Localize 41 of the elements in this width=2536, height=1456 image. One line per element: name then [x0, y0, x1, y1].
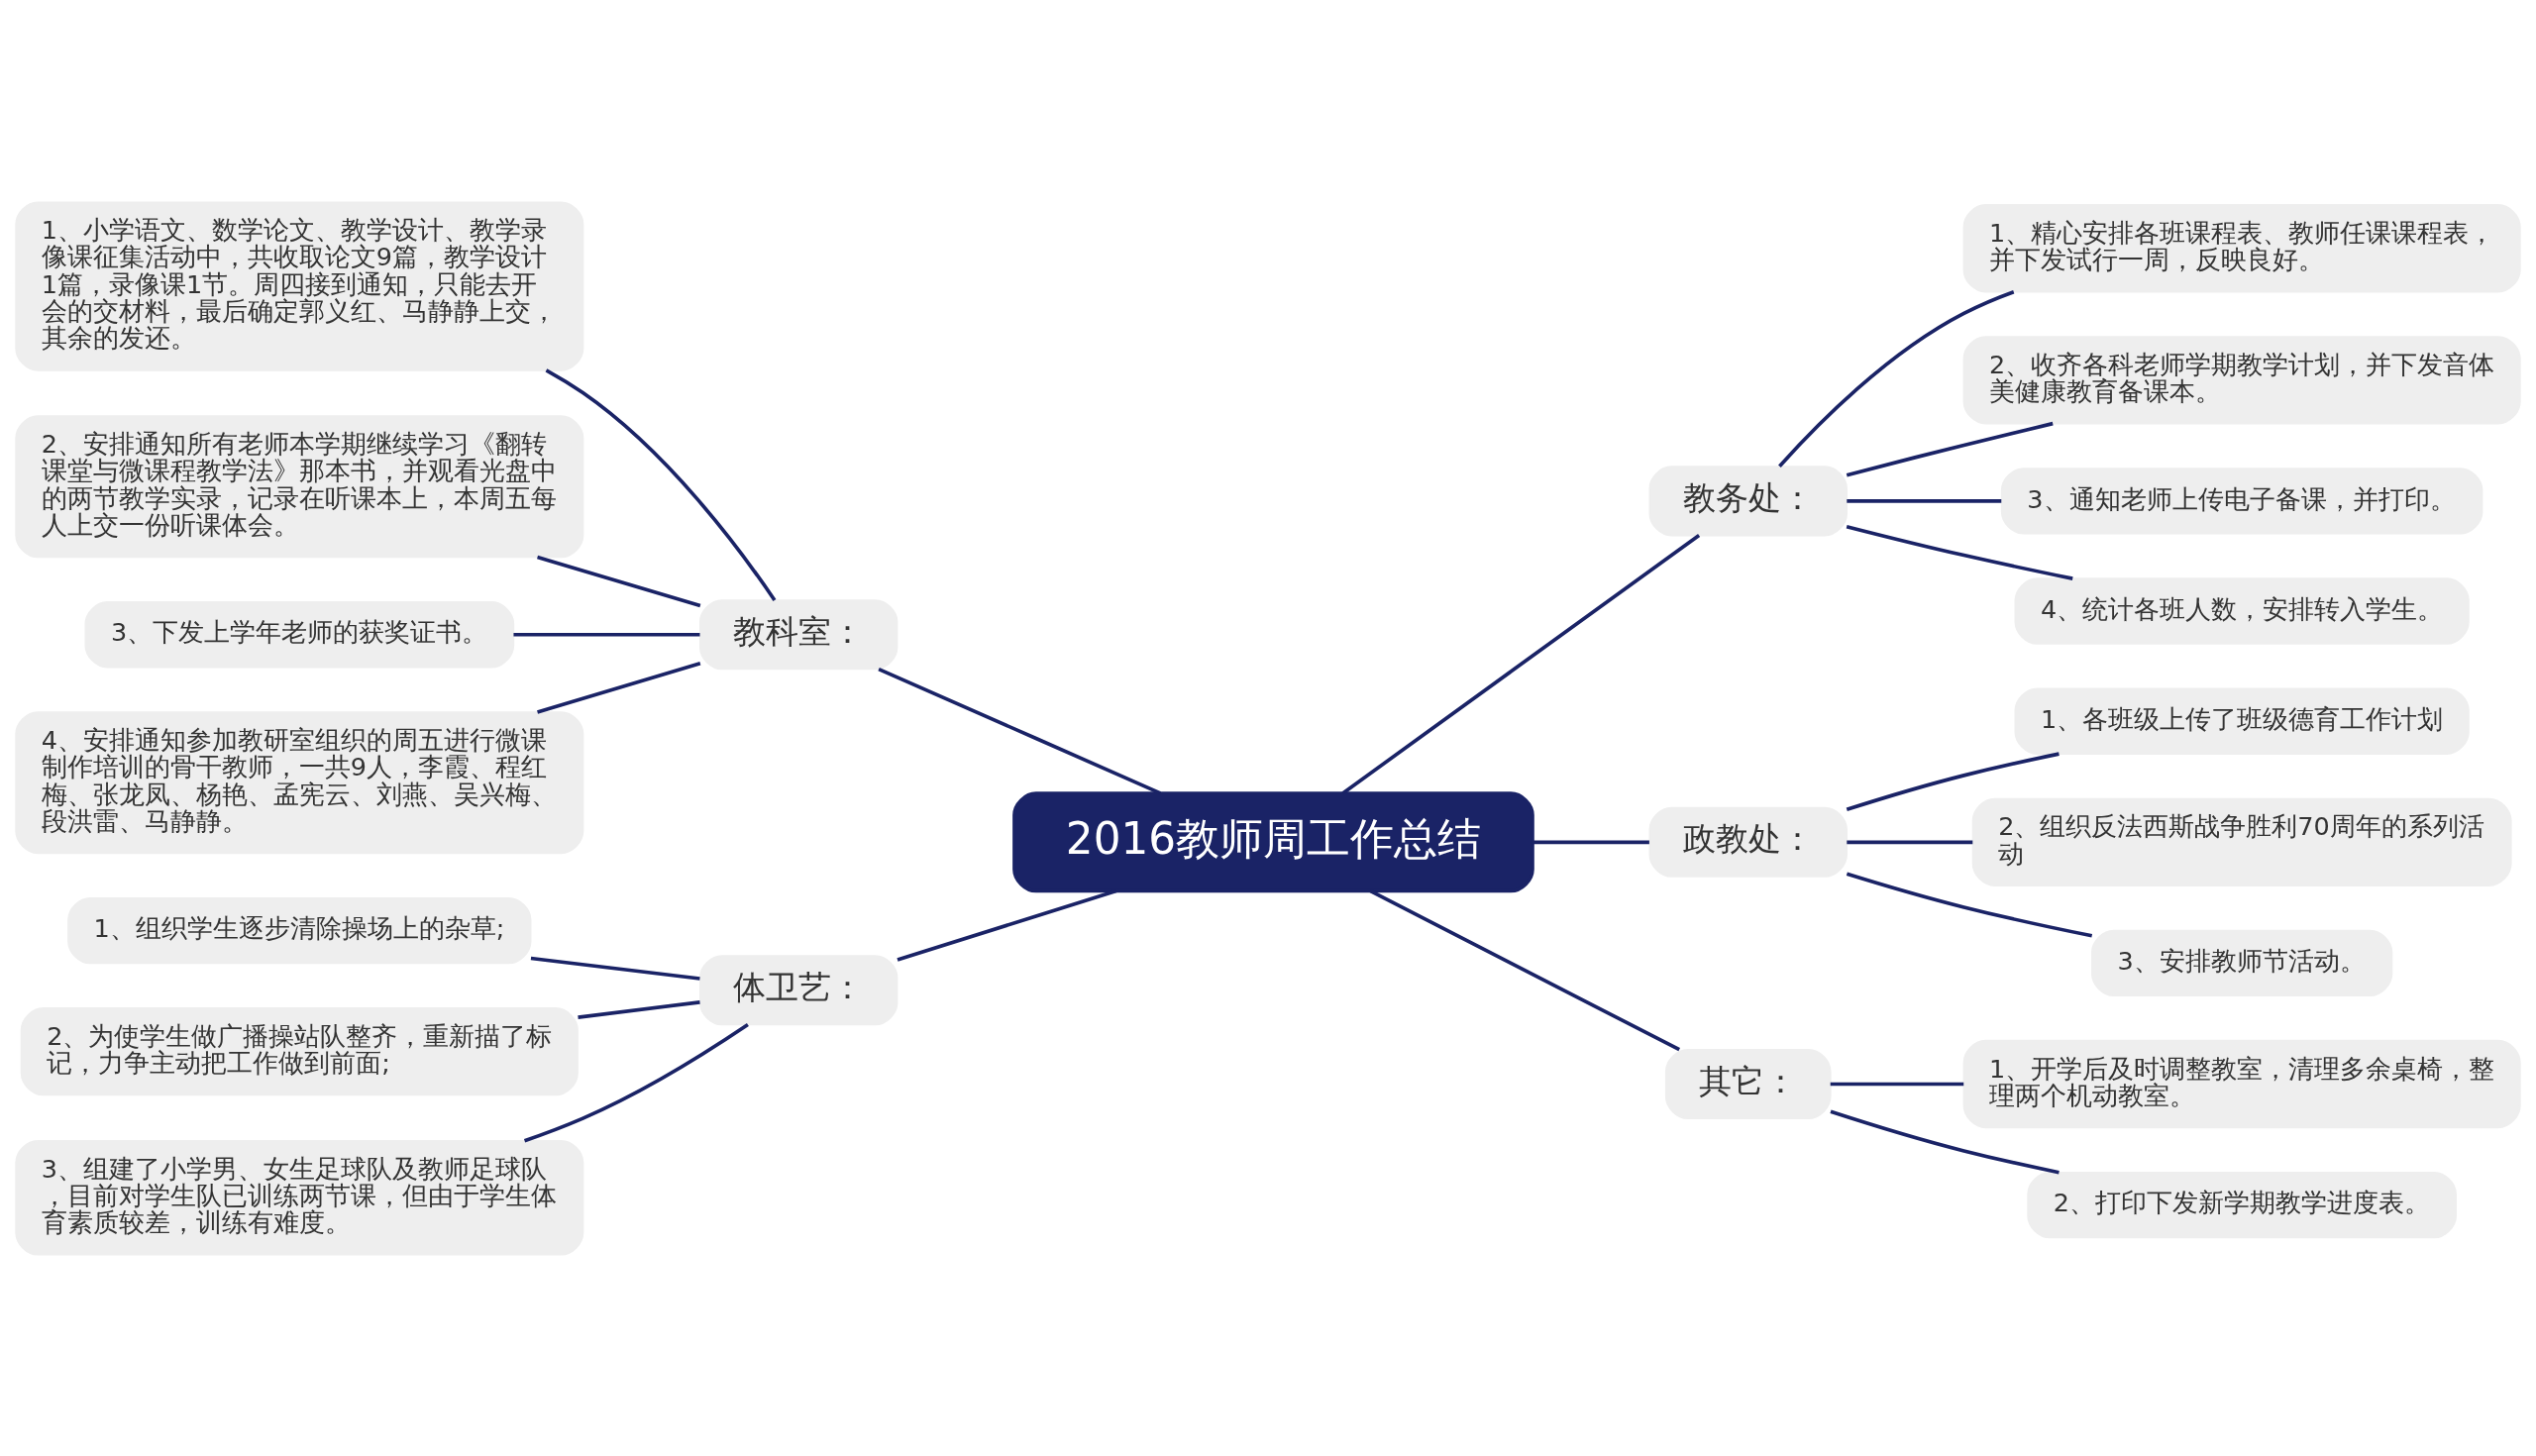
connector — [537, 555, 701, 607]
connector — [1847, 840, 1973, 844]
connector — [530, 956, 700, 981]
connector — [1847, 498, 2002, 503]
node-box: 教科室： — [698, 598, 898, 670]
node-box: 3、通知老师上传电子备课，并打印。 — [2000, 467, 2483, 535]
connector — [537, 661, 701, 714]
connector — [1846, 871, 2093, 938]
node-box: 2、收齐各科老师学期教学计划，并下发音体美健康教育备课本。 — [1962, 335, 2521, 424]
node-box: 1、组织学生逐步清除操场上的杂草; — [67, 896, 532, 964]
connector — [578, 999, 700, 1019]
connector — [878, 667, 1162, 795]
connector — [1778, 289, 2015, 468]
node-box: 2、组织反法西斯战争胜利70周年的系列活动 — [1971, 797, 2512, 886]
connector — [545, 367, 777, 601]
node-box: 2、为使学生做广播操站队整齐，重新描了标记，力争主动把工作做到前面; — [20, 1006, 579, 1095]
node-box: 1、开学后及时调整教室，清理多余桌椅，整理两个机动教室。 — [1962, 1039, 2521, 1128]
node-box: 2、安排通知所有老师本学期继续学习《翻转课堂与微课程教学法》那本书，并观看光盘中的两节教学实录，记录在听课本上，本周五每人上交一份听课体会。 — [15, 414, 584, 558]
connector — [1341, 533, 1701, 794]
node-box: 3、组建了小学男、女生足球队及教师足球队，目前对学生队已训练两节课，但由于学生体育素质较差，训练有难度。 — [15, 1139, 584, 1256]
connector — [1830, 1109, 2060, 1174]
node-box: 1、各班级上传了班级德育工作计划 — [2014, 687, 2470, 755]
connector — [1830, 1082, 1964, 1086]
node-box: 2016教师周工作总结 — [1012, 790, 1534, 892]
node-box: 3、安排教师节活动。 — [2091, 929, 2393, 996]
connector — [1846, 421, 2054, 477]
node-box: 其它： — [1664, 1048, 1832, 1119]
node-box: 4、统计各班人数，安排转入学生。 — [2014, 576, 2470, 645]
node-box: 政教处： — [1648, 806, 1848, 878]
node-box: 体卫艺： — [698, 954, 898, 1025]
node-box: 2、打印下发新学期教学进度表。 — [2027, 1171, 2457, 1238]
node-box: 3、下发上学年老师的获奖证书。 — [84, 600, 515, 668]
connector — [1532, 840, 1649, 844]
connector — [1846, 524, 2073, 580]
node-box: 1、小学语文、数学论文、教学设计、教学录像课征集活动中，共收取论文9篇，教学设计1篇，录像课1节。周四接到通知，只能去开会的交材料，最后确定郭义红、马静静上交，其余的发还。 — [15, 200, 584, 371]
node-box: 1、精心安排各班课程表、教师任课课程表，并下发试行一周，反映良好。 — [1962, 203, 2521, 292]
connector — [523, 1022, 749, 1142]
node-box: 4、安排通知参加教研室组织的周五进行微课制作培训的骨干教师，一共9人，李霞、程红梅、张龙凤、杨艳、孟宪云、刘燕、吴兴梅、段洪雷、马静静。 — [15, 710, 584, 854]
connector — [1846, 751, 2060, 811]
connector — [513, 632, 700, 637]
node-box: 教务处： — [1648, 465, 1848, 536]
